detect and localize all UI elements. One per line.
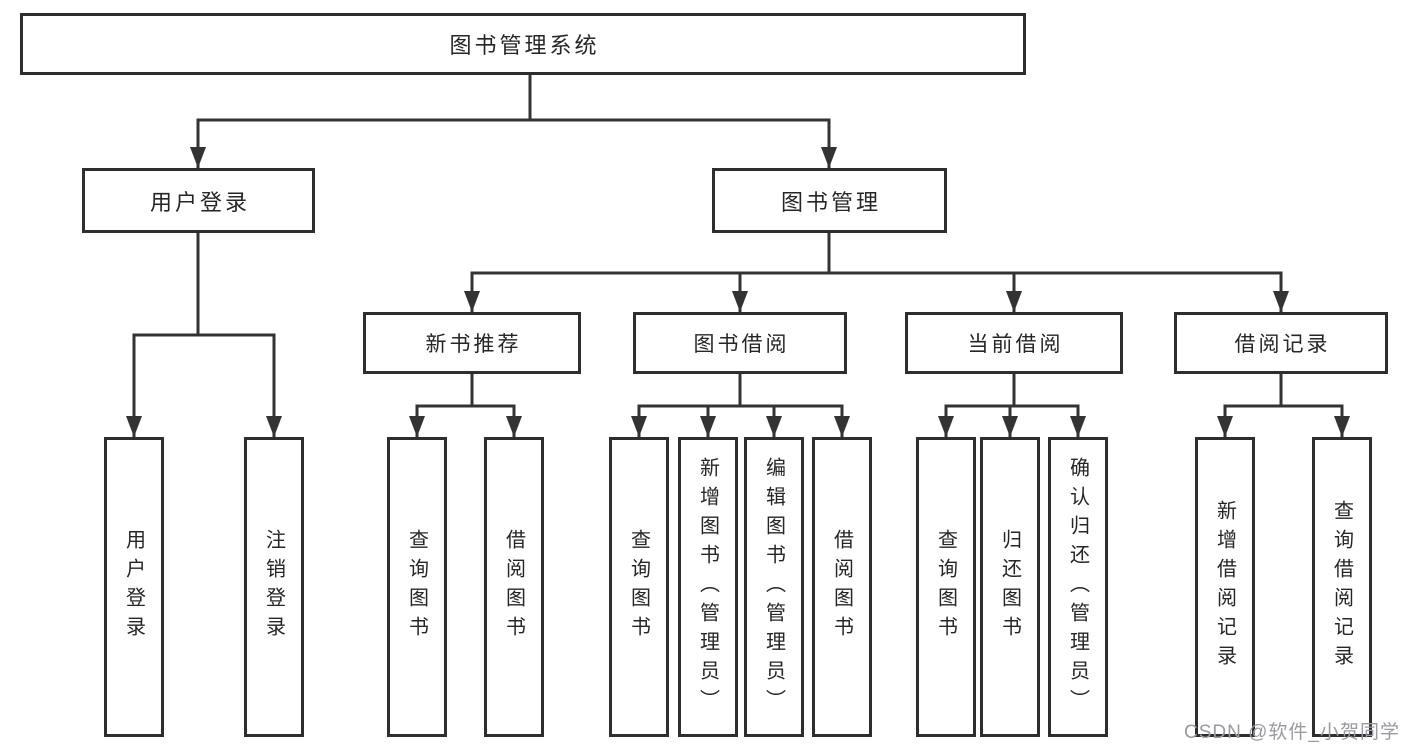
connector-line	[829, 271, 1016, 312]
node-label-leaf-add-borrow-record: 新增借阅记录	[1213, 500, 1236, 674]
node-label-leaf-user-login: 用户登录	[122, 529, 145, 645]
node-leaf-borrow-books-recommend: 借阅图书	[484, 437, 544, 737]
node-label-branch-borrow-records: 借阅记录	[1234, 333, 1331, 356]
arrowhead-icon	[506, 416, 522, 437]
connector-line	[740, 404, 844, 437]
arrowhead-icon	[464, 291, 480, 312]
node-label-leaf-borrow-books-recommend: 借阅图书	[502, 529, 525, 645]
connector-line	[470, 271, 829, 312]
node-leaf-query-books-borrow: 查询图书	[609, 437, 669, 737]
node-leaf-query-books-current: 查询图书	[916, 437, 976, 737]
arrowhead-icon	[1334, 416, 1350, 437]
node-root-library-system: 图书管理系统	[20, 13, 1026, 75]
node-leaf-user-login: 用户登录	[104, 437, 164, 737]
arrowhead-icon	[821, 147, 837, 168]
node-leaf-add-borrow-record: 新增借阅记录	[1195, 437, 1255, 737]
node-leaf-query-books-recommend: 查询图书	[387, 437, 447, 737]
node-label-branch-new-book-recommend: 新书推荐	[425, 333, 522, 356]
connector-line	[944, 404, 1014, 437]
arrowhead-icon	[266, 416, 282, 437]
node-label-leaf-add-books-admin: 新增图书（管理员）	[696, 456, 719, 718]
arrowhead-icon	[938, 416, 954, 437]
node-label-branch-user-login: 用户登录	[149, 189, 250, 215]
node-branch-book-management: 图书管理	[712, 168, 947, 233]
connector-line	[415, 404, 472, 437]
node-label-leaf-query-borrow-record: 查询借阅记录	[1330, 500, 1353, 674]
connector-line	[738, 271, 829, 312]
node-leaf-confirm-return-admin: 确认归还（管理员）	[1048, 437, 1108, 737]
node-label-branch-book-borrow: 图书借阅	[693, 333, 790, 356]
arrowhead-icon	[834, 416, 850, 437]
node-label-leaf-edit-books-admin: 编辑图书（管理员）	[762, 456, 785, 718]
arrowhead-icon	[1070, 416, 1086, 437]
arrowhead-icon	[126, 416, 142, 437]
node-branch-borrow-records: 借阅记录	[1174, 312, 1388, 374]
connector-line	[530, 118, 831, 168]
node-label-root-library-system: 图书管理系统	[449, 33, 600, 58]
node-label-leaf-confirm-return-admin: 确认归还（管理员）	[1066, 456, 1089, 718]
arrowhead-icon	[1217, 416, 1233, 437]
node-leaf-query-borrow-record: 查询借阅记录	[1312, 437, 1372, 737]
node-label-leaf-logout: 注销登录	[262, 529, 285, 645]
node-leaf-return-books: 归还图书	[980, 437, 1040, 737]
node-label-leaf-query-books-borrow: 查询图书	[627, 529, 650, 645]
connector-line	[1014, 404, 1080, 437]
node-branch-current-borrow: 当前借阅	[905, 312, 1123, 374]
connector-line	[196, 118, 530, 168]
node-branch-new-book-recommend: 新书推荐	[363, 312, 581, 374]
connector-line	[1281, 404, 1344, 437]
arrowhead-icon	[766, 416, 782, 437]
arrowhead-icon	[631, 416, 647, 437]
arrowhead-icon	[1002, 416, 1018, 437]
node-label-leaf-query-books-current: 查询图书	[934, 529, 957, 645]
node-label-leaf-return-books: 归还图书	[998, 529, 1021, 645]
arrowhead-icon	[1006, 291, 1022, 312]
connector-line	[829, 271, 1283, 312]
node-label-leaf-borrow-books: 借阅图书	[830, 529, 853, 645]
node-label-leaf-query-books-recommend: 查询图书	[405, 529, 428, 645]
arrowhead-icon	[700, 416, 716, 437]
arrowhead-icon	[732, 291, 748, 312]
node-leaf-borrow-books: 借阅图书	[812, 437, 872, 737]
arrowhead-icon	[190, 147, 206, 168]
connector-line	[472, 404, 516, 437]
node-branch-user-login: 用户登录	[82, 168, 315, 233]
node-leaf-add-books-admin: 新增图书（管理员）	[678, 437, 738, 737]
connector-line	[637, 404, 740, 437]
node-label-branch-current-borrow: 当前借阅	[967, 333, 1064, 356]
connector-line	[1223, 404, 1281, 437]
connector-line	[132, 333, 198, 437]
node-label-branch-book-management: 图书管理	[780, 189, 881, 215]
arrowhead-icon	[409, 416, 425, 437]
arrowhead-icon	[1273, 291, 1289, 312]
node-leaf-logout: 注销登录	[244, 437, 304, 737]
connector-line	[198, 333, 276, 437]
node-branch-book-borrow: 图书借阅	[633, 312, 847, 374]
node-leaf-edit-books-admin: 编辑图书（管理员）	[744, 437, 804, 737]
